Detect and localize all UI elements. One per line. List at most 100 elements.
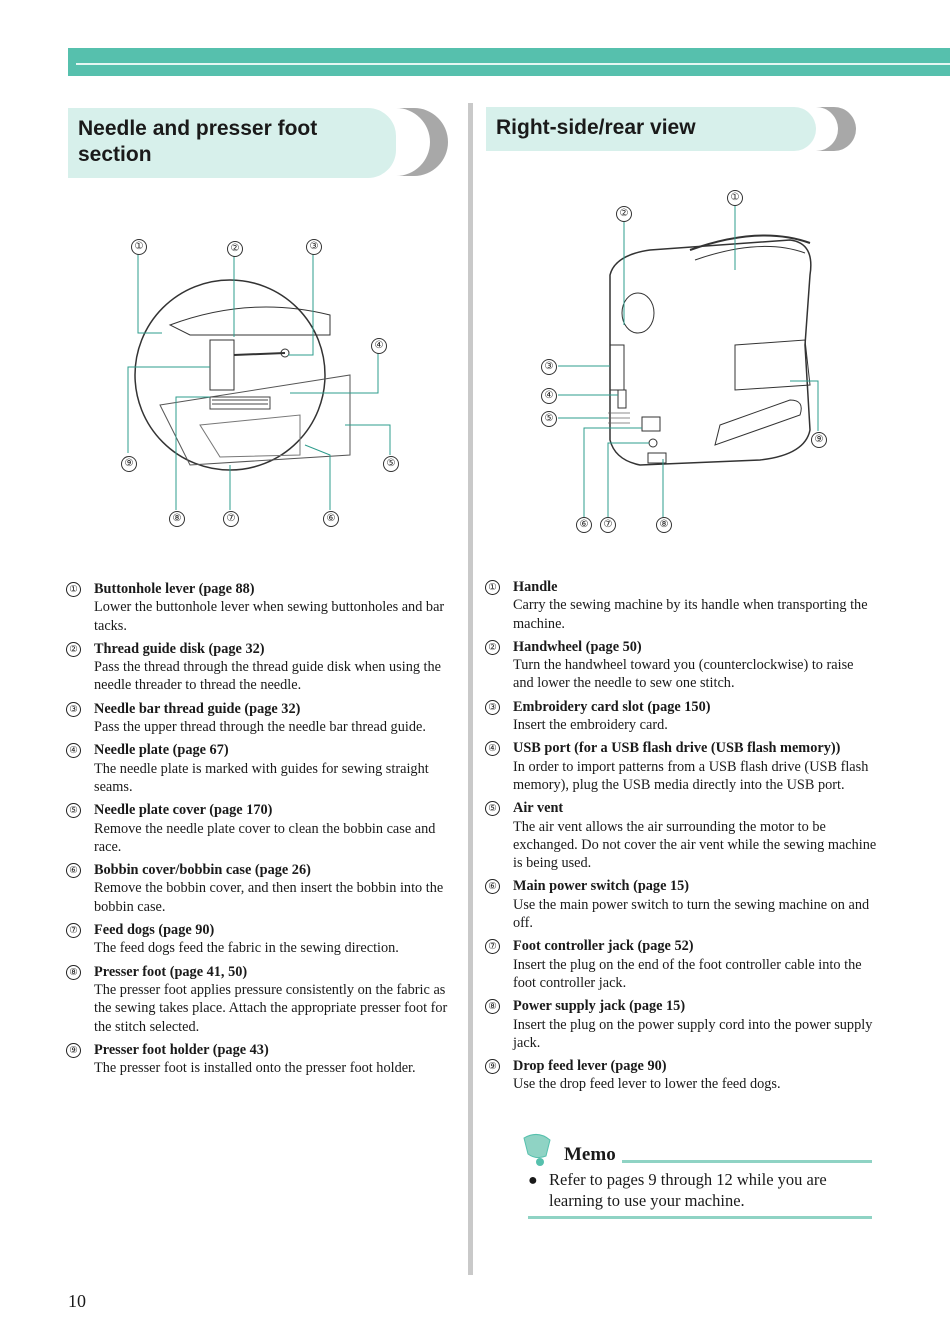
item-description: The presser foot is installed onto the p… [94, 1060, 416, 1077]
callout-9: ⑨ [811, 432, 827, 448]
item-number: ④ [66, 743, 81, 759]
item-number: ⑦ [485, 939, 500, 955]
item-title: Embroidery card slot (page 150) [513, 698, 711, 715]
item-description: Lower the buttonhole lever when sewing b… [94, 599, 445, 634]
callout-3: ③ [541, 359, 557, 375]
list-item: ⑨ Presser foot holder (page 43) The presse… [66, 1041, 458, 1078]
callout-4: ④ [541, 388, 557, 404]
item-title: Thread guide disk (page 32) [94, 640, 265, 657]
item-title: Buttonhole lever (page 88) [94, 581, 255, 597]
item-number: ⑧ [66, 964, 81, 980]
item-number: ⑦ [66, 923, 81, 939]
item-title: Needle plate cover (page 170) [94, 802, 273, 819]
column-divider [468, 103, 473, 1275]
header-decoration [396, 108, 448, 176]
item-description: The needle plate is marked with guides f… [94, 760, 429, 795]
callout-2: ② [227, 241, 243, 257]
item-number: ③ [66, 701, 81, 717]
callout-2: ② [616, 206, 632, 222]
item-title: Drop feed lever (page 90) [513, 1058, 667, 1075]
list-item: ② Handwheel (page 50) Turn the handwheel t… [485, 638, 877, 693]
section-title-right-rear-view: Right-side/rear view [486, 107, 816, 151]
callout-7: ⑦ [223, 511, 239, 527]
top-band [68, 48, 950, 76]
callout-7: ⑦ [600, 517, 616, 533]
item-number: ④ [485, 741, 500, 757]
item-number: ⑥ [485, 879, 500, 895]
item-title: Air vent [513, 800, 564, 817]
parts-list-needle-section: ① Buttonhole lever (page 88) Lower the but… [66, 580, 458, 1082]
list-item: ⑨ Drop feed lever (page 90)Use the drop f… [485, 1057, 877, 1094]
memo-text: Refer to pages 9 through 12 while you ar… [549, 1170, 827, 1210]
item-title: Bobbin cover/bobbin case (page 26) [94, 862, 311, 879]
item-number: ② [66, 641, 81, 657]
callout-4: ④ [371, 338, 387, 354]
sewing-machine-rear-illustration: ① ② ③ ④ ⑤ ⑥ ⑦ ⑧ ⑨ [520, 185, 840, 550]
list-item: ④ Needle plate (page 67)The needle plate … [66, 741, 458, 796]
list-item: ③ Needle bar thread guide (page 32) Pass t… [66, 700, 458, 737]
item-number: ⑧ [485, 999, 500, 1015]
item-number: ③ [485, 699, 500, 715]
item-number: ⑨ [66, 1042, 81, 1058]
item-title: Presser foot holder (page 43) [94, 1041, 269, 1058]
list-item: ⑥ Main power switch (page 15)Use the main… [485, 877, 877, 932]
item-title: USB port (for a USB flash drive (USB fla… [513, 740, 841, 757]
item-title: Main power switch (page 15) [513, 878, 690, 895]
item-description: The presser foot applies pressure consis… [94, 981, 448, 1035]
item-number: ⑤ [485, 801, 500, 817]
callout-8: ⑧ [169, 511, 185, 527]
item-title: Handwheel (page 50) [513, 638, 642, 655]
item-description: Turn the handwheel toward you (countercl… [513, 657, 854, 692]
item-title: Feed dogs (page 90) [94, 922, 215, 939]
item-description: Use the main power switch to turn the se… [513, 896, 870, 932]
item-description: Insert the plug on the end of the foot c… [513, 956, 862, 991]
item-title: Needle plate (page 67) [94, 742, 229, 759]
item-description: Pass the upper thread through the needle… [94, 719, 426, 736]
list-item: ② Thread guide disk (page 32) Pass the thr… [66, 640, 458, 695]
item-description: Pass the thread through the thread guide… [94, 659, 442, 694]
list-item: ⑧ Presser foot (page 41, 50)The presser f… [66, 963, 458, 1036]
bullet-icon: ● [528, 1172, 538, 1189]
list-item: ① Buttonhole lever (page 88) Lower the but… [66, 580, 458, 635]
page-number: 10 [68, 1291, 86, 1311]
callout-6: ⑥ [323, 511, 339, 527]
callout-5: ⑤ [383, 456, 399, 472]
callout-9: ⑨ [121, 456, 137, 472]
needle-presser-foot-illustration: ① ② ③ ④ ⑤ ⑥ ⑦ ⑧ ⑨ [100, 225, 420, 540]
header-decoration [816, 107, 856, 151]
item-title: Presser foot (page 41, 50) [94, 963, 248, 980]
item-title: Needle bar thread guide (page 32) [94, 700, 301, 717]
item-number: ⑥ [66, 863, 81, 879]
callout-3: ③ [306, 239, 322, 255]
item-description: Remove the needle plate cover to clean t… [94, 820, 436, 855]
item-title: Handle [513, 579, 558, 595]
item-number: ① [66, 582, 81, 597]
list-item: ⑥ Bobbin cover/bobbin case (page 26)Remov… [66, 861, 458, 916]
section-title-needle-presser: Needle and presser foot section [68, 108, 396, 178]
item-number: ② [485, 639, 500, 655]
list-item: ④ USB port (for a USB flash drive (USB fl… [485, 739, 877, 794]
callout-5: ⑤ [541, 411, 557, 427]
item-description: In order to import patterns from a USB f… [513, 758, 869, 793]
memo-icon [523, 1134, 551, 1166]
item-description: Use the drop feed lever to lower the fee… [513, 1076, 781, 1093]
top-band-line [76, 63, 950, 65]
list-item: ⑤ Needle plate cover (page 170)Remove the… [66, 801, 458, 856]
item-number: ① [485, 580, 500, 595]
memo-box: Memo ● Refer to pages 9 through 12 while… [520, 1130, 872, 1222]
item-description: The air vent allows the air surrounding … [513, 818, 877, 872]
item-description: Remove the bobbin cover, and then insert… [94, 880, 444, 915]
item-title: Power supply jack (page 15) [513, 998, 686, 1015]
callout-1: ① [727, 190, 743, 206]
memo-bottom-rule [528, 1216, 872, 1219]
item-number: ⑤ [66, 803, 81, 819]
callout-6: ⑥ [576, 517, 592, 533]
item-number: ⑨ [485, 1059, 500, 1075]
